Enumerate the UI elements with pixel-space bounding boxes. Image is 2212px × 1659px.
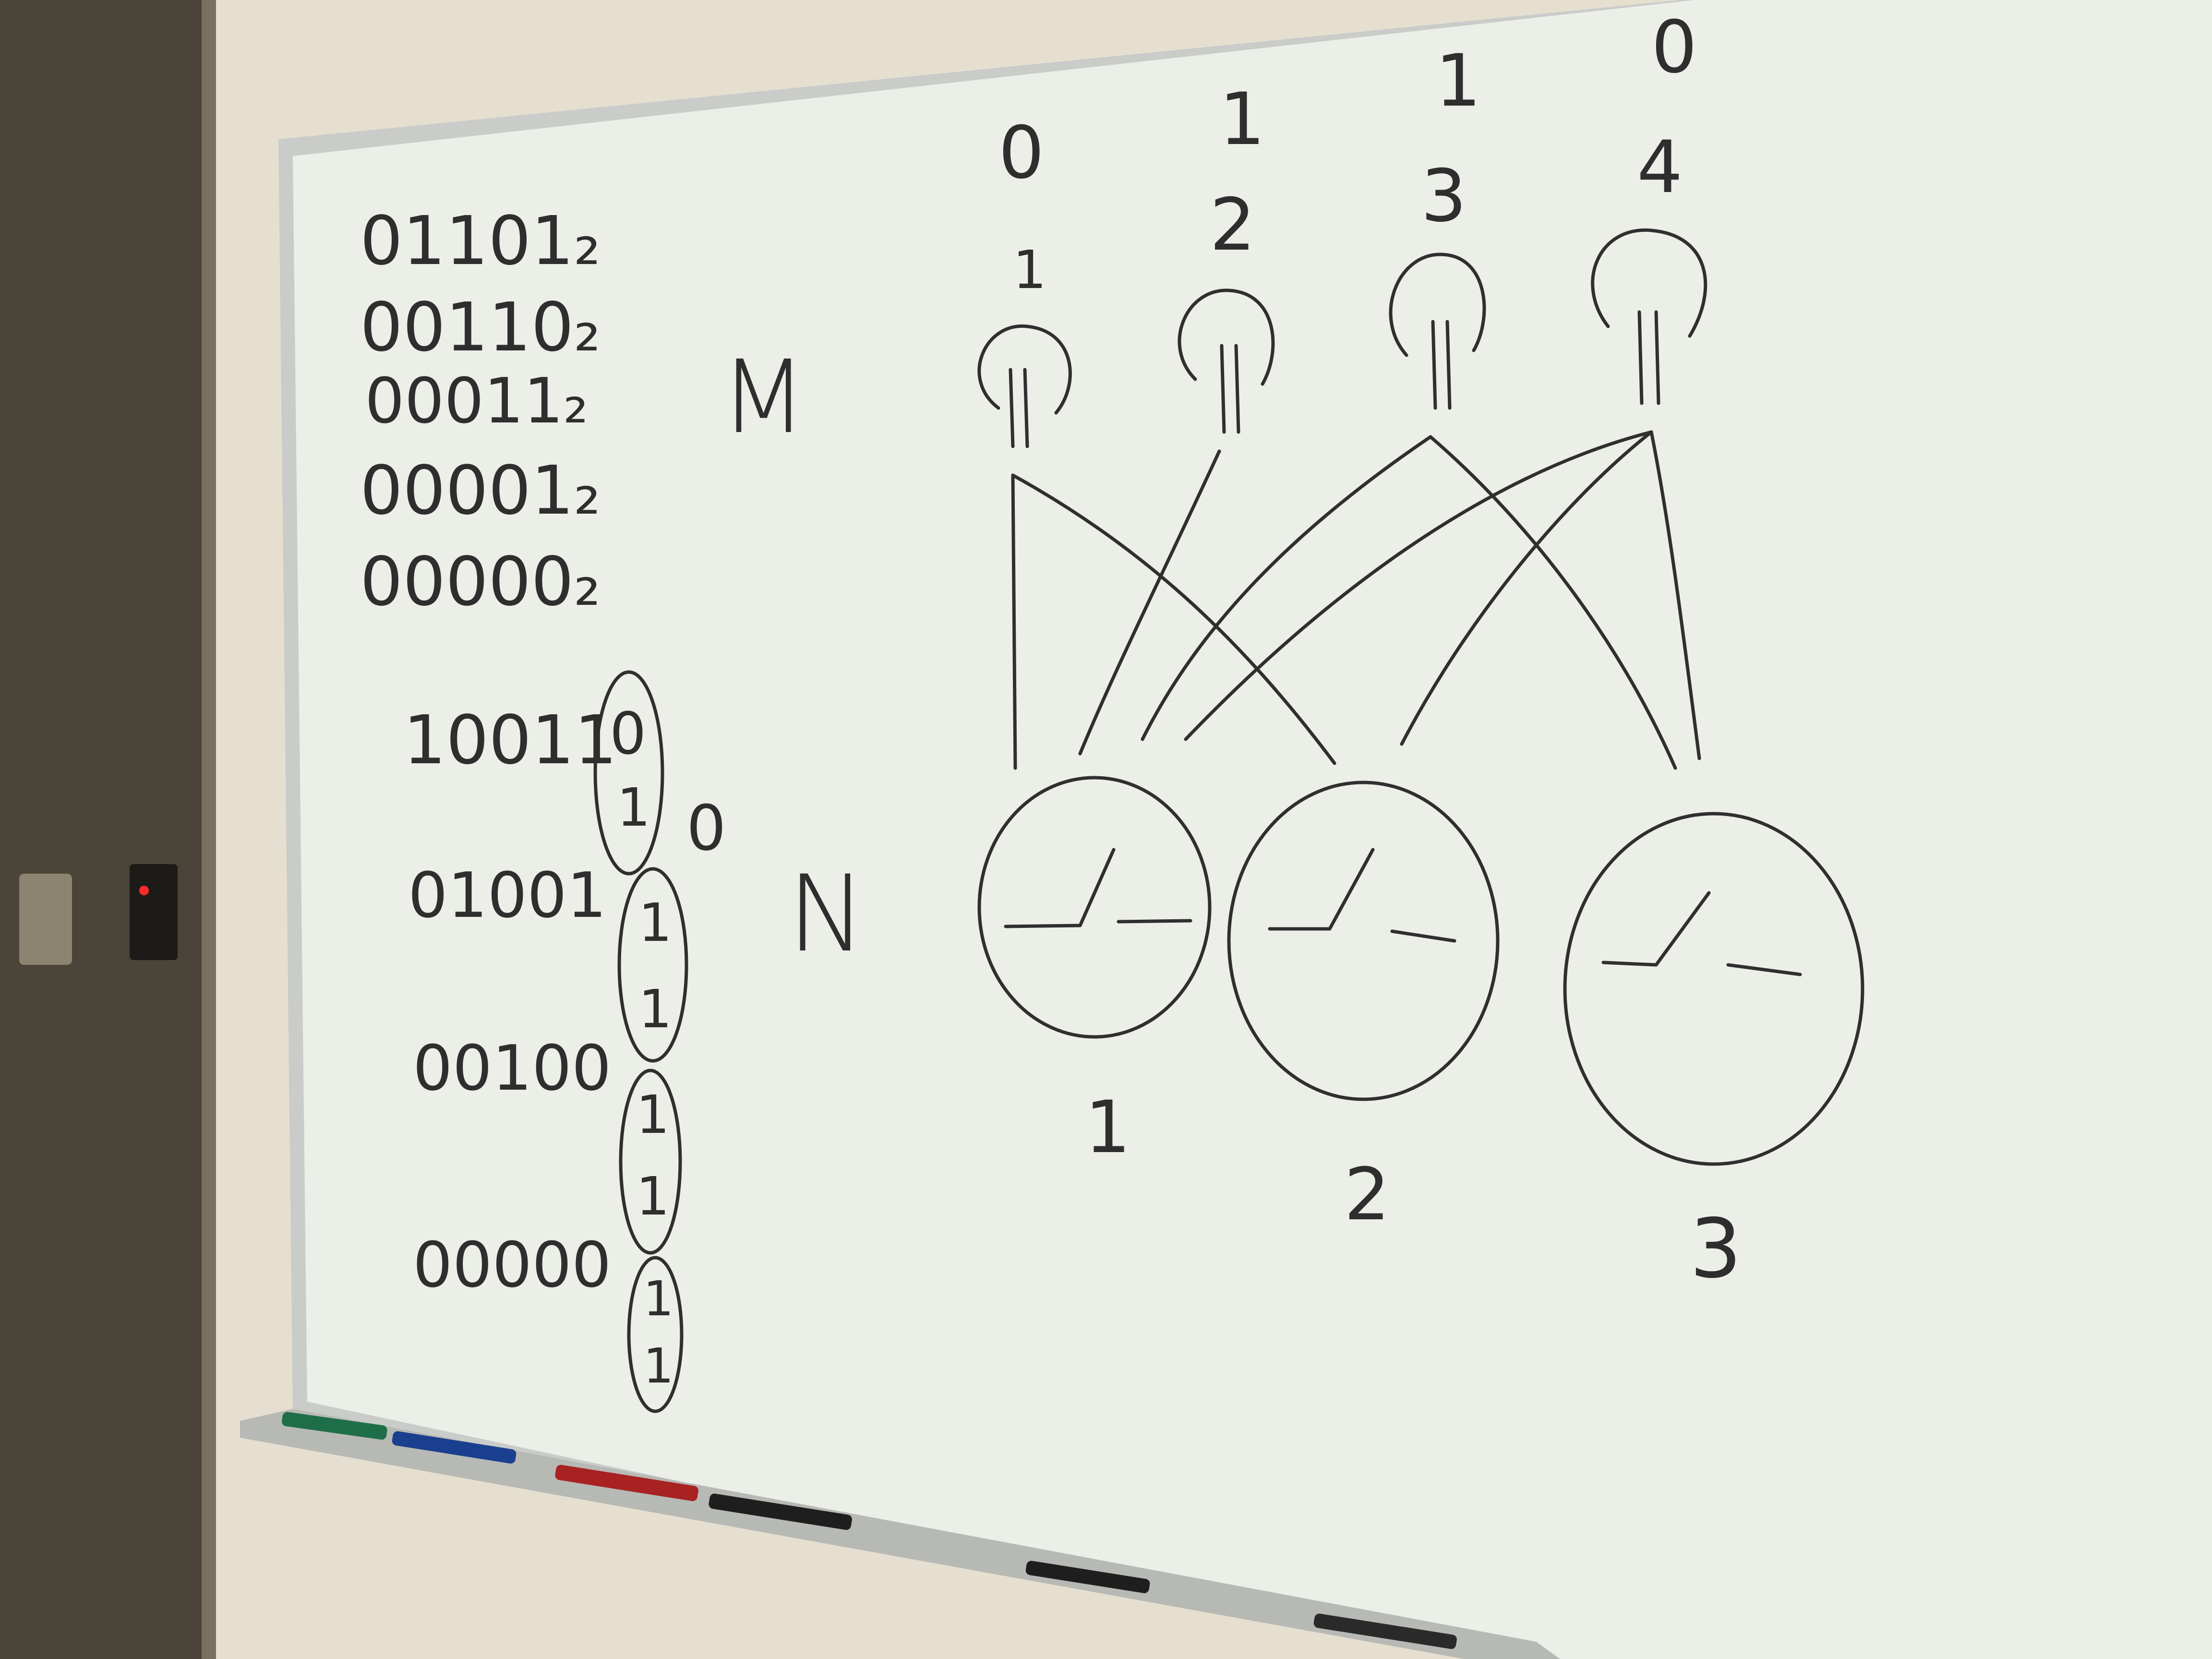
circled-digit: 1: [636, 1084, 670, 1145]
grouped-row: 10011: [403, 701, 617, 780]
marker-blue: [392, 1431, 517, 1464]
binary-shift-column: 01101₂ 00110₂ 00011₂ 00001₂ 00000₂: [360, 202, 601, 621]
circle-group: [617, 867, 688, 1063]
marker-black-3: [1313, 1613, 1457, 1649]
connections: [1011, 430, 1701, 770]
grouped-row: 00100: [413, 1032, 612, 1105]
circle-group: [627, 1256, 684, 1413]
input-node-3-stem: [1431, 320, 1452, 410]
connection-line: [1400, 430, 1653, 746]
side-digit: 0: [686, 792, 726, 865]
input-nodes: [977, 228, 1707, 448]
binary-row: 00110₂: [360, 289, 601, 367]
circled-digit: 1: [636, 1166, 670, 1227]
circled-digit: 1: [643, 1271, 674, 1327]
whiteboard-surface: [293, 0, 2212, 1659]
grouped-rows: 10011 01001 00100 00000 0 1 1 1 1 1 1 1 …: [403, 670, 726, 1413]
bottom-labels: 1 2 3: [1085, 1086, 1742, 1297]
output-neuron-2: [1227, 781, 1500, 1101]
label-n: N: [787, 853, 866, 975]
connection-line: [1429, 435, 1677, 770]
output-nodes: [977, 776, 1864, 1166]
top-index: 4: [1637, 126, 1683, 209]
input-node-4: [1591, 228, 1707, 338]
grouped-row: 00000: [413, 1228, 612, 1301]
marker-red: [555, 1465, 698, 1502]
connection-line: [1011, 473, 1336, 765]
neuron-label: 1: [1085, 1086, 1130, 1169]
binary-row: 00000₂: [360, 543, 601, 621]
input-node-3: [1389, 252, 1486, 357]
step-function-icon: [1004, 848, 1192, 928]
circled-digit: 1: [617, 777, 650, 838]
input-node-1: [977, 325, 1072, 415]
top-bit: 0: [1651, 6, 1697, 89]
light-switch: [19, 874, 72, 965]
top-bit: 1: [1435, 39, 1481, 123]
circled-digit: 1: [638, 892, 672, 953]
output-neuron-1: [977, 776, 1212, 1039]
circle-group: [619, 1069, 682, 1255]
label-m: M: [720, 338, 807, 456]
neuron-label: 2: [1344, 1153, 1390, 1237]
grouped-row: 01001: [408, 859, 607, 932]
card-reader: [130, 864, 178, 960]
marker-black-2: [1025, 1561, 1150, 1593]
circled-digit: 1: [638, 978, 672, 1040]
binary-row: 00011₂: [365, 364, 589, 437]
top-bit: 1: [1219, 78, 1265, 161]
circled-digit: 0: [610, 701, 646, 768]
input-node-4-stem: [1637, 310, 1660, 405]
output-neuron-3: [1563, 812, 1864, 1166]
input-node-2: [1178, 289, 1275, 386]
connection-line: [1011, 473, 1017, 770]
step-function-icon: [1268, 848, 1456, 943]
marker-green: [282, 1412, 387, 1440]
step-function-icon: [1601, 891, 1802, 976]
top-index: 2: [1210, 183, 1255, 267]
connection-line: [1141, 435, 1432, 741]
binary-row: 01101₂: [360, 202, 601, 280]
input-node-2-stem: [1220, 344, 1240, 434]
connection-line: [1078, 449, 1221, 756]
connection-line: [1649, 430, 1701, 760]
top-index: 3: [1421, 155, 1467, 238]
circled-digit: 1: [643, 1338, 674, 1394]
connection-line: [1184, 430, 1653, 741]
marker-black: [709, 1493, 852, 1530]
binary-row: 00001₂: [360, 452, 601, 530]
neuron-label: 3: [1690, 1202, 1742, 1297]
circle-group: [593, 670, 664, 876]
door-panel: [0, 0, 216, 1659]
top-bit: 0: [998, 111, 1044, 195]
top-row-labels: 0 1 1 0 2 3 4 1: [998, 6, 1697, 301]
card-reader-led: [139, 886, 149, 895]
small-label: 1: [1013, 239, 1046, 301]
input-node-1-stem: [1009, 368, 1029, 448]
